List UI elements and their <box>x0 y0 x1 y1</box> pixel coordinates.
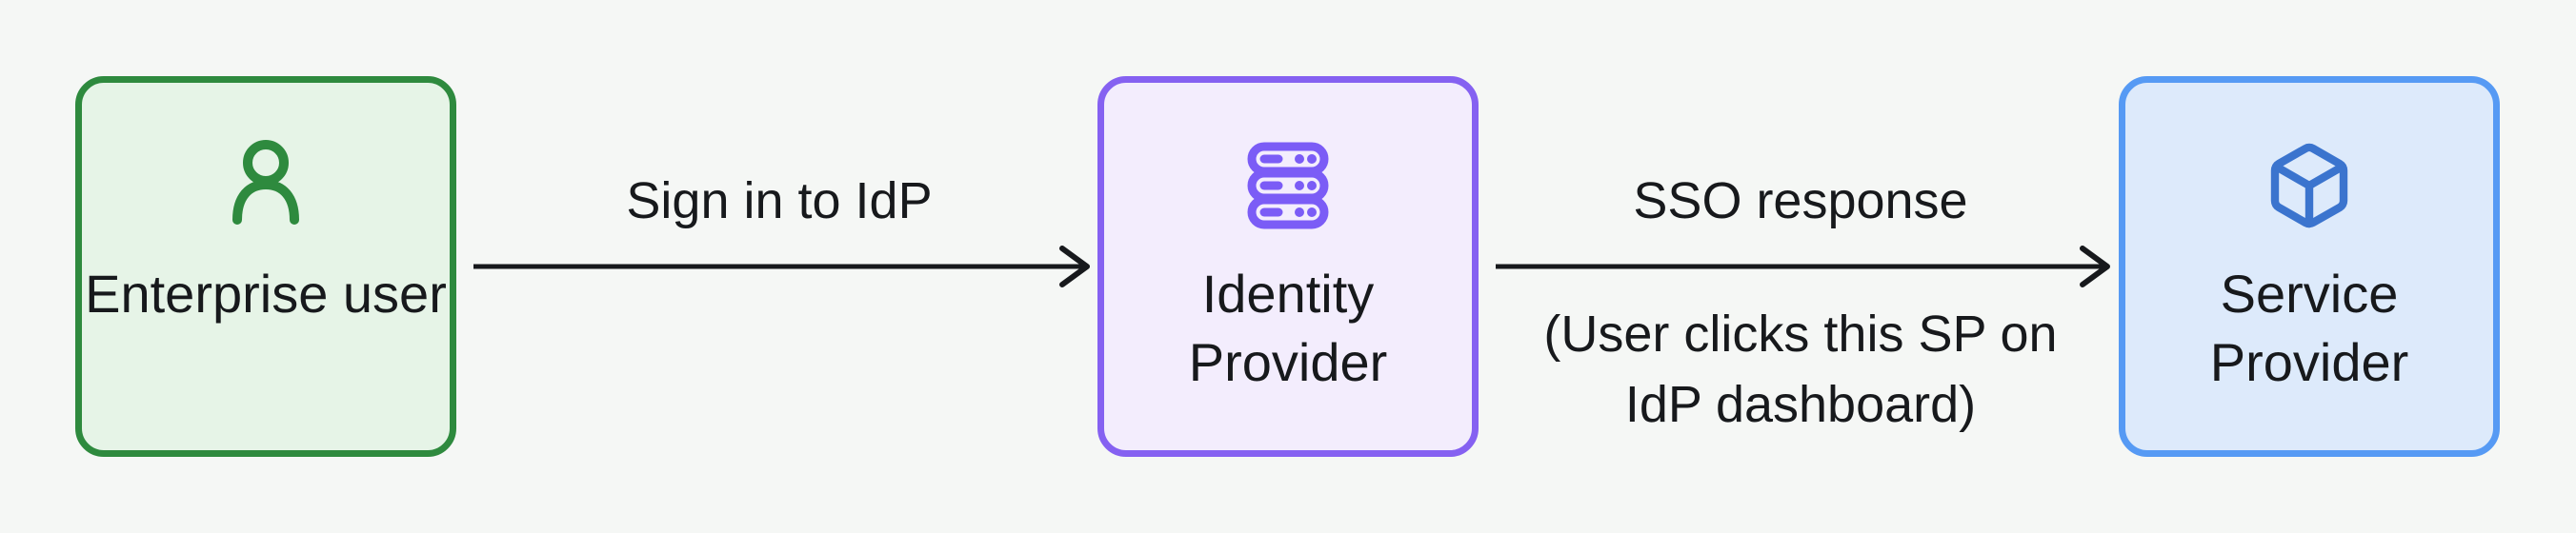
node-label: Service Provider <box>2209 264 2409 392</box>
edge-sublabel-user-clicks-sp: (User clicks this SP on IdP dashboard) <box>1543 306 2058 433</box>
node-label: Identity Provider <box>1188 264 1388 392</box>
edge-label-sso-response: SSO response <box>1633 172 1968 229</box>
node-identity-provider: Identity Provider <box>1097 76 1479 457</box>
box-icon <box>2270 143 2348 228</box>
edge-label-sign-in: Sign in to IdP <box>626 172 933 229</box>
arrow-right <box>1496 246 2110 287</box>
node-enterprise-user: Enterprise user <box>75 76 456 457</box>
node-label: Enterprise user <box>85 264 447 324</box>
server-icon <box>1247 142 1329 229</box>
user-icon <box>232 140 299 225</box>
arrow-right <box>473 246 1090 287</box>
node-service-provider: Service Provider <box>2119 76 2500 457</box>
